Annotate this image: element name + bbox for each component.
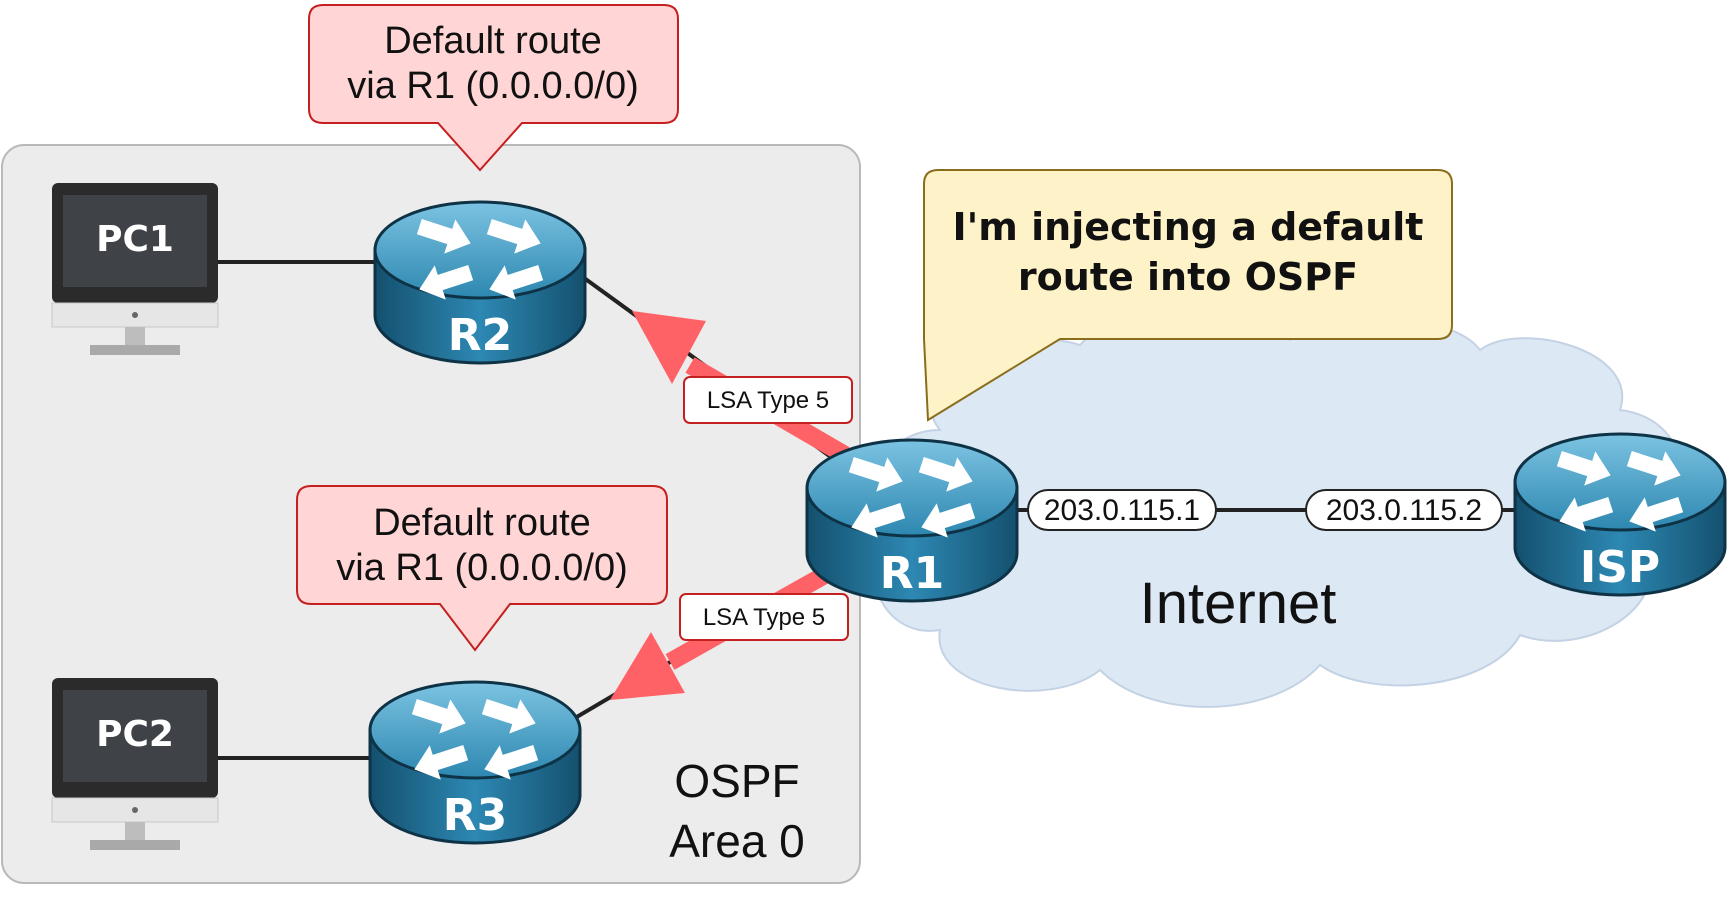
- callout-r2: Default route via R1 (0.0.0.0/0): [308, 4, 679, 172]
- ip-text-r1: 203.0.115.1: [1044, 494, 1200, 527]
- lsa-label-lower: LSA Type 5: [679, 593, 849, 641]
- callout-r1-line1: I'm injecting a default: [953, 205, 1424, 249]
- callout-r1: I'm injecting a default route into OSPF: [923, 169, 1453, 422]
- lsa-label-upper: LSA Type 5: [683, 376, 853, 424]
- router-r3-icon: R3: [368, 680, 582, 845]
- ospf-area-label-line1: OSPF: [674, 755, 799, 807]
- callout-r1-line2: route into OSPF: [1018, 255, 1358, 299]
- callout-r3-line2: via R1 (0.0.0.0/0): [336, 547, 627, 589]
- pc2-label: PC2: [96, 714, 174, 755]
- router-r1-label: R1: [880, 548, 945, 599]
- router-r2-icon: R2: [373, 200, 587, 365]
- router-isp-label: ISP: [1580, 542, 1660, 593]
- internet-label: Internet: [1140, 571, 1337, 636]
- router-r1-icon: R1: [805, 438, 1019, 603]
- lsa-text-upper: LSA Type 5: [707, 387, 829, 414]
- ip-label-isp: 203.0.115.2: [1305, 489, 1503, 531]
- pc1-label: PC1: [96, 219, 174, 260]
- ip-text-isp: 203.0.115.2: [1326, 494, 1482, 527]
- lsa-text-lower: LSA Type 5: [703, 604, 825, 631]
- callout-r3-line1: Default route: [373, 502, 591, 544]
- router-r2-label: R2: [448, 310, 513, 361]
- callout-r2-line2: via R1 (0.0.0.0/0): [347, 65, 638, 107]
- callout-r2-line1: Default route: [384, 20, 602, 62]
- router-isp-icon: ISP: [1513, 432, 1727, 597]
- ospf-area-label-line2: Area 0: [669, 815, 805, 867]
- pc1-computer-icon: PC1: [51, 182, 219, 356]
- router-r3-label: R3: [443, 790, 508, 841]
- callout-r3: Default route via R1 (0.0.0.0/0): [296, 485, 668, 652]
- pc2-computer-icon: PC2: [51, 677, 219, 851]
- ip-label-r1: 203.0.115.1: [1027, 489, 1217, 531]
